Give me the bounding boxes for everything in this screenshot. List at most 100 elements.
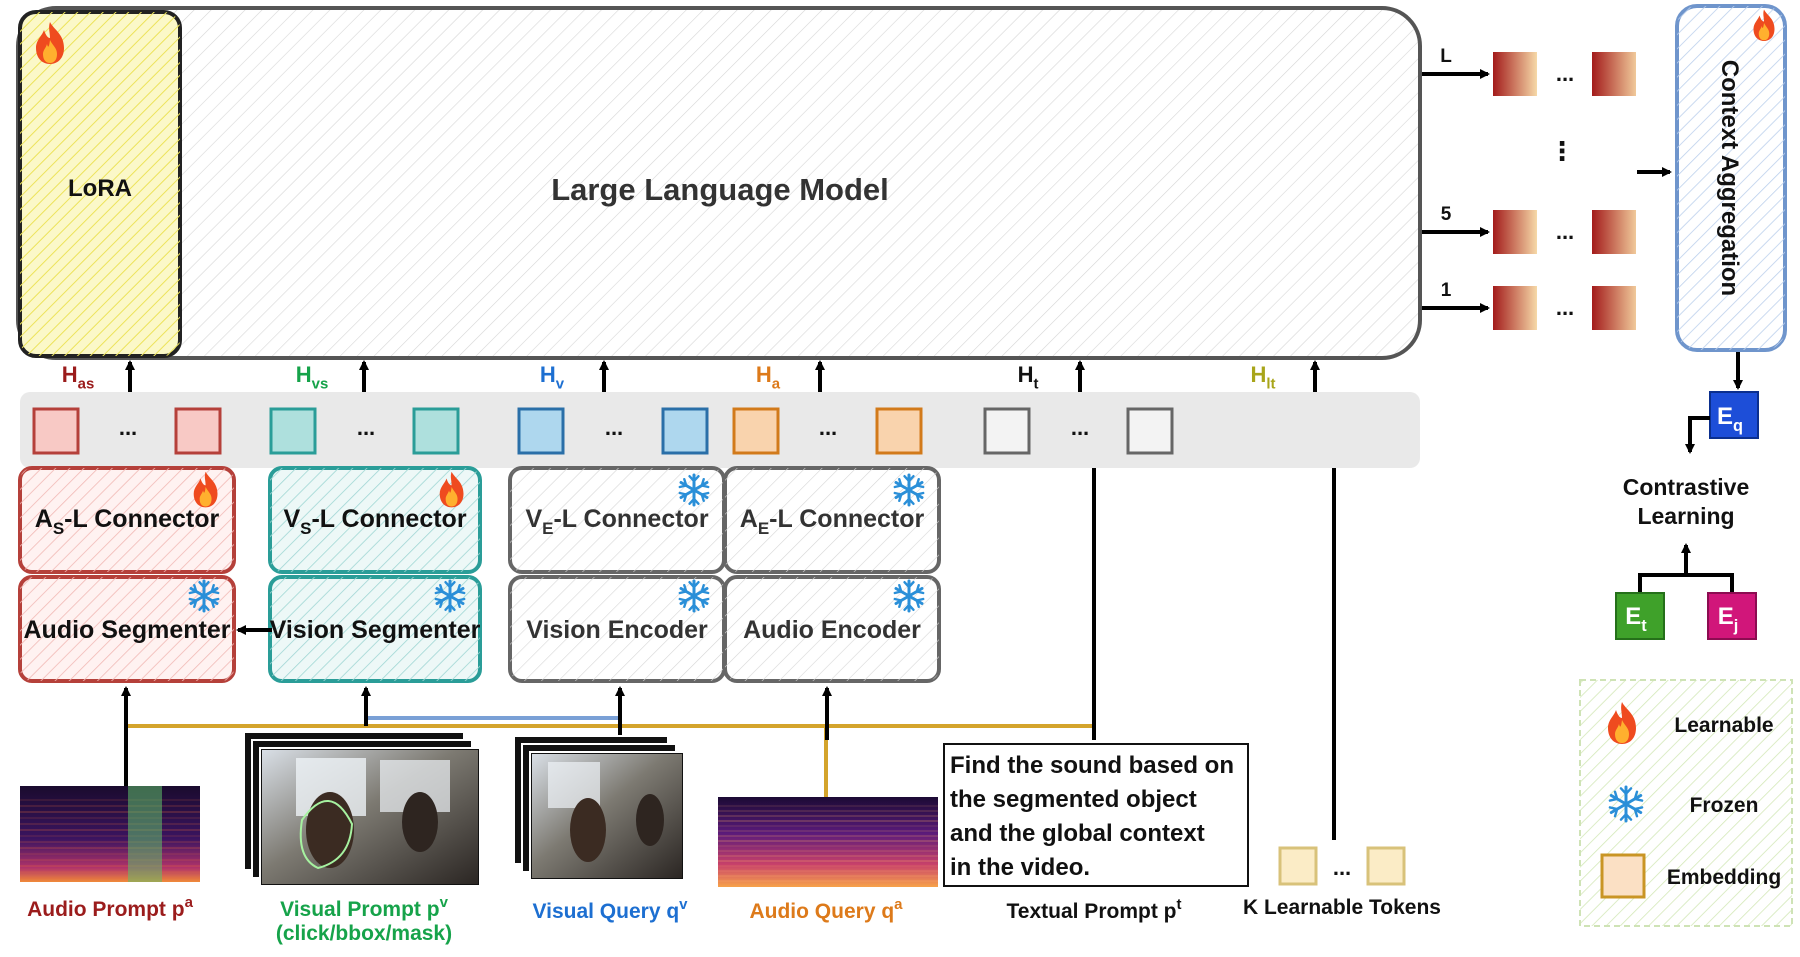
hidden-state-label: Ha	[756, 362, 781, 393]
output-ellipsis: ...	[1556, 219, 1574, 244]
snowflake-icon	[1608, 785, 1644, 823]
snowflake-icon	[893, 473, 925, 507]
learnable-token-ellipsis: ...	[1333, 855, 1351, 880]
embedding-token	[32, 407, 80, 455]
output-row-label: L	[1440, 46, 1452, 67]
embedding-token	[983, 407, 1031, 455]
token-ellipsis: ...	[605, 415, 623, 440]
output-token	[1592, 210, 1636, 254]
context-aggregation-label: Context Aggregation	[1716, 60, 1743, 296]
eq-box	[1709, 391, 1759, 439]
flame-icon	[439, 471, 464, 508]
llm-outputs: L...5...1...⋮	[1422, 46, 1636, 330]
encoder-label: Vision Encoder	[526, 616, 708, 644]
embedding-token	[875, 407, 923, 455]
encoder-label: Audio Segmenter	[24, 616, 231, 644]
output-ellipsis: ...	[1556, 295, 1574, 320]
embedding-token	[732, 407, 780, 455]
embedding-token	[174, 407, 222, 455]
legend-embedding-swatch	[1600, 853, 1646, 899]
hidden-state-label: Hvs	[296, 362, 329, 393]
contrastive-label-line1: Contrastive	[1623, 474, 1750, 500]
token-ellipsis: ...	[119, 415, 137, 440]
input-label: Audio Prompt pa	[27, 894, 193, 921]
audio-prompt-highlight	[128, 786, 162, 882]
input-label-line2: (click/bbox/mask)	[276, 922, 452, 945]
contrastive-branch	[1638, 573, 1734, 593]
textual-prompt-line: in the video.	[950, 854, 1090, 881]
connector-label: AS-L Connector	[35, 505, 220, 538]
output-token	[1592, 52, 1636, 96]
encoder-label: Vision Segmenter	[270, 616, 481, 644]
input-label: K Learnable Tokens	[1243, 896, 1441, 919]
segmentation-mask	[299, 800, 354, 870]
contrastive-label-line2: Learning	[1637, 503, 1734, 529]
output-token	[1493, 210, 1537, 254]
snowflake-icon	[188, 579, 220, 613]
hidden-state-label: Has	[62, 362, 95, 393]
token-ellipsis: ...	[357, 415, 375, 440]
output-row-label: 1	[1441, 280, 1452, 301]
eq-label: Eq	[1717, 403, 1743, 435]
eq-to-contrastive-arrow	[1685, 416, 1710, 454]
token-ellipsis: ...	[1071, 415, 1089, 440]
hidden-state-label: Hv	[540, 362, 565, 393]
token-ellipsis: ...	[819, 415, 837, 440]
encoder-label: Audio Encoder	[743, 616, 921, 644]
snowflake-icon	[678, 579, 710, 613]
textual-prompt-line: and the global context	[950, 820, 1205, 847]
context-aggregation-block: Context Aggregation	[1675, 4, 1787, 352]
embedding-tokens: ...............	[32, 407, 1174, 455]
snowflake-icon	[434, 579, 466, 613]
embedding-token	[269, 407, 317, 455]
flame-icon	[193, 471, 218, 508]
learnable-token	[1366, 846, 1406, 886]
textual-prompt-line: the segmented object	[950, 786, 1197, 813]
snowflake-icon	[678, 473, 710, 507]
textual-prompt-box	[943, 743, 1249, 887]
connector-label: VS-L Connector	[283, 505, 466, 538]
embedding-token	[661, 407, 709, 455]
hidden-state-label: Ht	[1018, 362, 1039, 393]
snowflake-icon	[1608, 785, 1644, 823]
connector-label: AE-L Connector	[740, 505, 925, 538]
lora-block: LoRA	[18, 10, 182, 358]
lora-label: LoRA	[68, 175, 132, 202]
output-row-label: 5	[1441, 204, 1452, 225]
flame-icon	[1753, 9, 1775, 41]
snowflake-icon	[893, 579, 925, 613]
connector-label: VE-L Connector	[525, 505, 708, 538]
ej-label: Ej	[1718, 603, 1739, 635]
modality-modules: AS-L Connector VS-L Connector VE-L Connect…	[18, 466, 941, 683]
et-label: Et	[1625, 603, 1647, 635]
embedding-token	[1126, 407, 1174, 455]
audio-query-spectrogram	[718, 797, 938, 887]
output-vertical-ellipsis: ⋮	[1549, 136, 1575, 166]
input-label: Visual Prompt pv	[280, 894, 448, 921]
input-label: Audio Query qa	[749, 896, 903, 923]
input-label: Visual Query qv	[532, 896, 688, 923]
embedding-token	[517, 407, 565, 455]
et-box	[1615, 592, 1665, 640]
audio-prompt-spectrogram	[20, 786, 200, 882]
output-token	[1493, 286, 1537, 330]
ej-box	[1707, 592, 1757, 640]
output-token	[1493, 52, 1537, 96]
flame-icon	[36, 22, 64, 64]
embedding-token	[412, 407, 460, 455]
input-label: Textual Prompt pt	[1007, 896, 1182, 923]
flame-icon	[1608, 702, 1636, 744]
token-bar	[20, 392, 1420, 468]
learnable-token	[1278, 846, 1318, 886]
llm-block: Large Language Model	[16, 6, 1422, 360]
llm-title: Large Language Model	[551, 172, 889, 207]
legend-embedding: Embedding	[1667, 866, 1781, 889]
legend-frozen: Frozen	[1690, 794, 1759, 817]
legend-learnable: Learnable	[1674, 714, 1773, 737]
output-token	[1592, 286, 1636, 330]
legend: Learnable Frozen Embedding	[1579, 679, 1793, 927]
